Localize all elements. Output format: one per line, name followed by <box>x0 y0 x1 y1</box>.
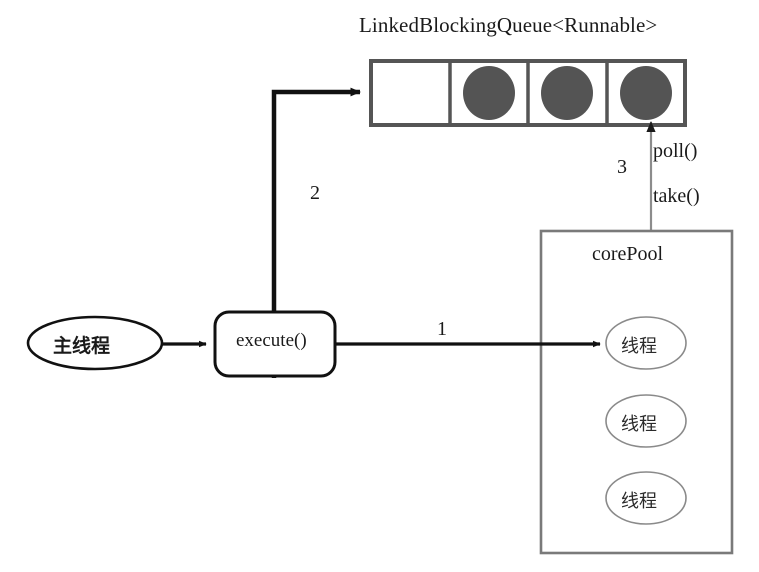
execute-box-label: execute() <box>236 330 307 351</box>
queue-box <box>369 59 687 127</box>
main-thread-label: 主线程 <box>53 335 111 357</box>
arrow-step-2-path <box>271 87 361 378</box>
thread-ellipse[interactable] <box>605 316 687 370</box>
poll-method-label: poll() <box>653 140 698 162</box>
core-pool-threads <box>605 316 687 525</box>
main-thread-ellipse[interactable] <box>26 315 164 371</box>
step-1-label: 1 <box>437 318 447 340</box>
thread-label: 线程 <box>621 491 657 512</box>
main-thread-node[interactable] <box>26 315 164 371</box>
queue-task-circle <box>463 66 515 120</box>
queue-cell-empty <box>375 65 446 121</box>
arrow-step-2 <box>271 87 361 378</box>
thread-ellipse[interactable] <box>605 471 687 525</box>
queue-task-circle <box>620 66 672 120</box>
thread-ellipse[interactable] <box>605 394 687 448</box>
queue-title: LinkedBlockingQueue<Runnable> <box>359 13 658 37</box>
step-2-label: 2 <box>310 182 320 204</box>
core-pool-label: corePool <box>592 243 664 265</box>
queue-task-circle <box>541 66 593 120</box>
execute-box-rect[interactable] <box>213 310 337 378</box>
step-3-label: 3 <box>617 156 627 178</box>
take-method-label: take() <box>653 185 700 207</box>
execute-box[interactable] <box>213 310 337 378</box>
thread-label: 线程 <box>621 414 657 435</box>
thread-label: 线程 <box>621 336 657 357</box>
